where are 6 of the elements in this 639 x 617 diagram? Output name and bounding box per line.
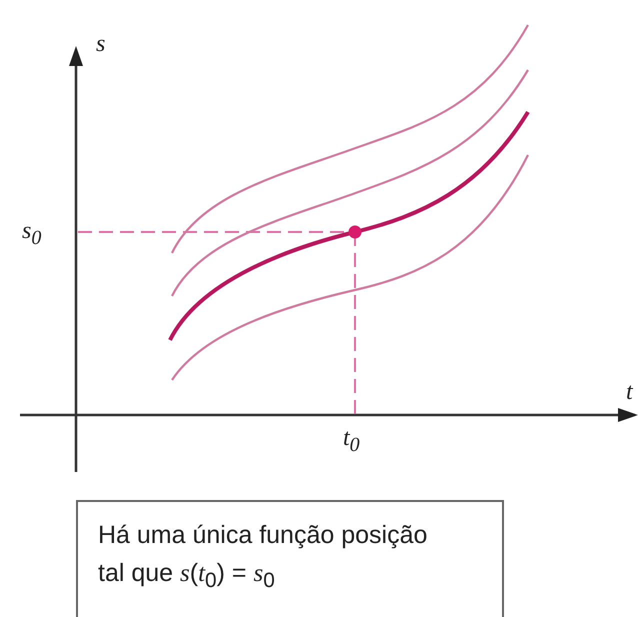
tick-label: t$_{0}$ — [343, 426, 360, 455]
tick-label: s$_{0}$ — [22, 219, 42, 248]
caption-box — [76, 500, 504, 617]
axis-label: s — [96, 32, 106, 56]
caption-text: Há uma única função posição tal que s(t$_{0}$) = s$_{0}$ — [98, 520, 428, 594]
axis-label: t — [626, 380, 633, 404]
